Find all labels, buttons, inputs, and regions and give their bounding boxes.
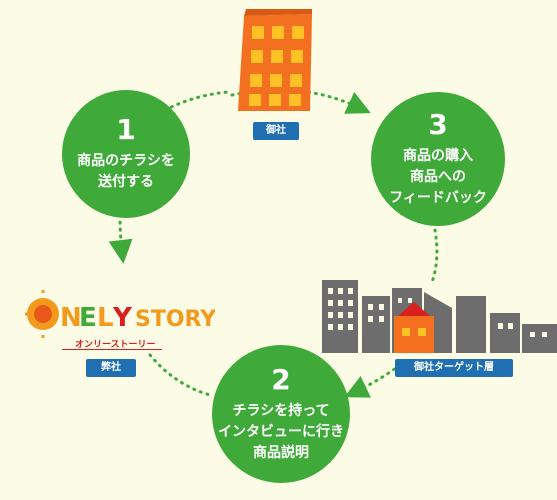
step-1-circle: 1 商品のチラシを 送付する [62,90,190,218]
svg-text:Y: Y [112,303,133,333]
target-label: 御社ターゲット層 [395,359,513,377]
target-orange-building [394,302,434,353]
svg-text:E: E [79,303,97,333]
arrow-step1-to-client [163,90,230,112]
svg-text:STORY: STORY [135,307,215,332]
arrow-step3-to-target [430,228,439,284]
our-company-label: 弊社 [86,359,136,377]
arrow-target-to-step2 [344,363,402,398]
logo-subtitle: オンリーストーリー [75,340,156,350]
step-text: 商品のチラシを 送付する [77,153,175,190]
target-city-buildings-icon [322,280,557,353]
arrow-our-company-to-step2 [148,353,212,397]
only-story-logo: N E L Y STORY [25,290,215,338]
svg-text:L: L [97,303,114,333]
step-3-circle: 3 商品の購入 商品への フィードバック [371,92,505,226]
step-number: 3 [428,107,448,141]
svg-text:N: N [60,303,83,333]
step-2-circle: 2 チラシを持って インタビューに行き 商品説明 [212,345,350,483]
arrow-step1-to-our-company [108,213,133,264]
step-text: チラシを持って インタビューに行き 商品説明 [218,402,344,461]
logo-underline [62,349,162,350]
step-number: 2 [271,362,291,396]
client-label: 御社 [253,122,299,140]
client-building-icon [238,9,312,111]
step-text: 商品の購入 商品への フィードバック [389,147,487,206]
sun-icon [25,290,59,338]
step-number: 1 [116,113,136,146]
